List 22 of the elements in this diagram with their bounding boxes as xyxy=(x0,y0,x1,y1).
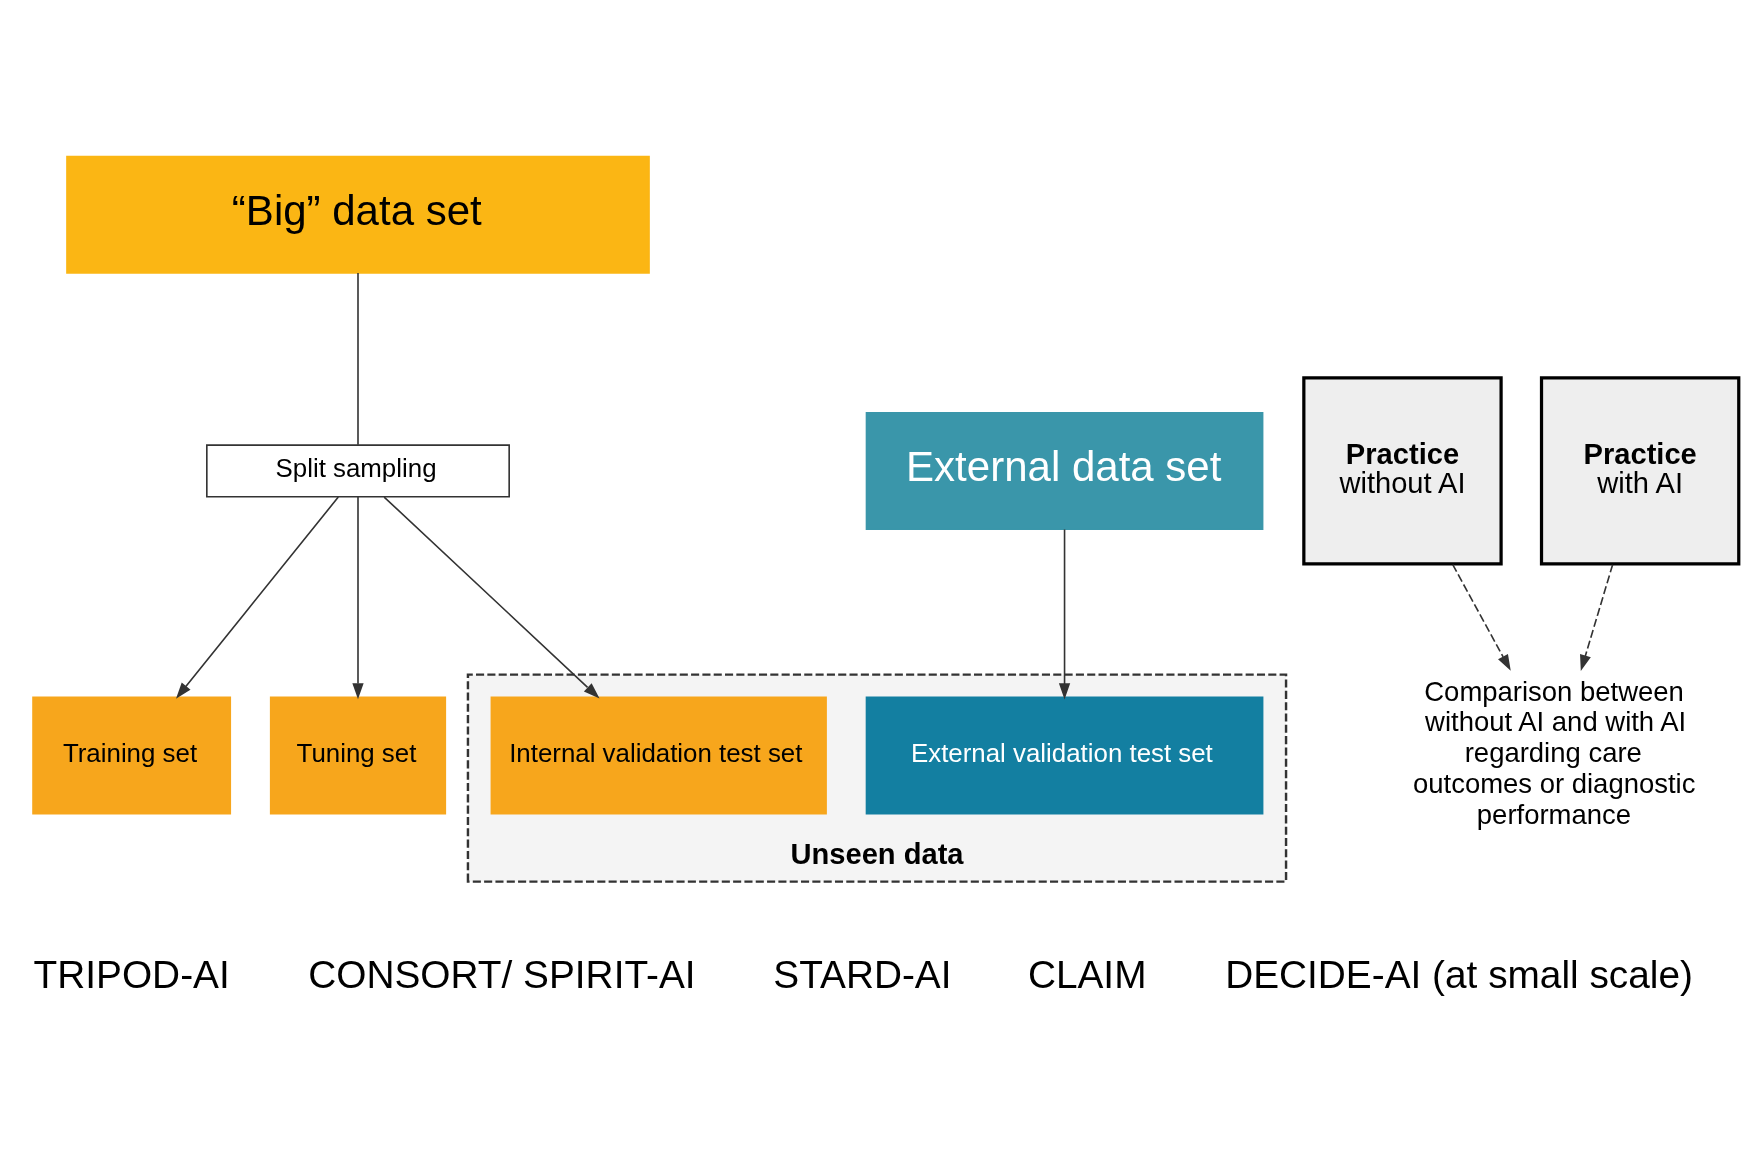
connector xyxy=(357,272,359,446)
node-box: Tuning set xyxy=(269,696,447,815)
label: DECIDE-AI (at small scale) xyxy=(1225,952,1693,996)
arrow xyxy=(1451,563,1511,671)
arrow xyxy=(352,496,364,700)
arrow xyxy=(175,496,340,699)
arrow xyxy=(383,496,600,699)
node-box: Practice without AI xyxy=(1302,376,1503,566)
node-box: Practice with AI xyxy=(1539,376,1741,566)
label: TRIPOD-AI xyxy=(33,952,230,996)
label: STARD-AI xyxy=(773,952,952,996)
node-box: Split sampling xyxy=(206,444,510,498)
node-box: Training set xyxy=(32,696,232,815)
node-box: Internal validation test set xyxy=(490,696,827,815)
node-box: External data set xyxy=(865,411,1264,530)
label: CONSORT/ SPIRIT-AI xyxy=(308,952,696,996)
node-text: Comparison between without AI and with AI regarding care outcomes or diagnostic performance xyxy=(1412,675,1696,830)
label: CLAIM xyxy=(1027,952,1147,996)
arrow xyxy=(1058,528,1071,700)
node-box: “Big” data set xyxy=(66,155,650,274)
node-box: External validation test set xyxy=(865,696,1264,815)
arrow xyxy=(1580,563,1614,672)
